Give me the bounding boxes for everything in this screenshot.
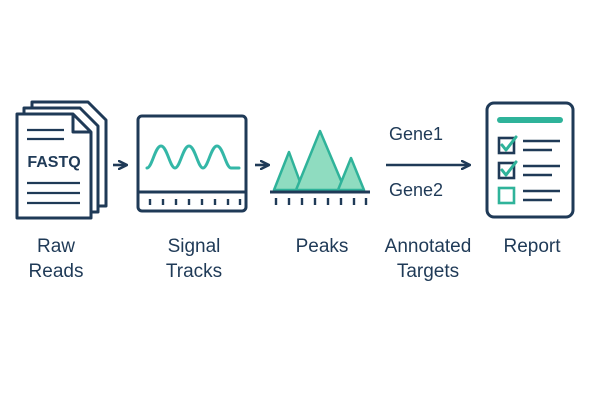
step-label-line: Report — [503, 236, 561, 257]
step-label-line: Annotated — [384, 236, 472, 257]
step-label-line: Targets — [396, 261, 460, 282]
step-label-line: Peaks — [295, 236, 349, 257]
gene2-label: Gene2 — [389, 180, 444, 200]
signal-wave — [145, 144, 241, 170]
step-label-signal-tracks: Signal Tracks — [147, 234, 241, 284]
signal-track-icon — [136, 114, 248, 213]
peaks-icon — [270, 129, 370, 205]
checkbox-checked-icon — [497, 160, 518, 180]
step-label-report: Report — [490, 234, 574, 259]
step-label-annotated-targets: Annotated Targets — [368, 234, 488, 284]
checklist-report-icon — [485, 101, 575, 219]
step-label-line: Raw — [36, 236, 75, 257]
gene1-label: Gene1 — [389, 124, 444, 144]
fastq-file-stack-icon: FASTQ — [15, 100, 108, 220]
checkbox-empty-icon — [497, 186, 516, 205]
step-label-line: Signal — [167, 236, 221, 257]
fastq-badge-text: FASTQ — [27, 154, 80, 171]
step-label-raw-reads: Raw Reads — [14, 234, 98, 284]
step-label-peaks: Peaks — [282, 234, 362, 259]
checkbox-checked-icon — [497, 135, 518, 155]
step-label-line: Tracks — [165, 261, 223, 282]
step-label-line: Reads — [28, 261, 84, 282]
